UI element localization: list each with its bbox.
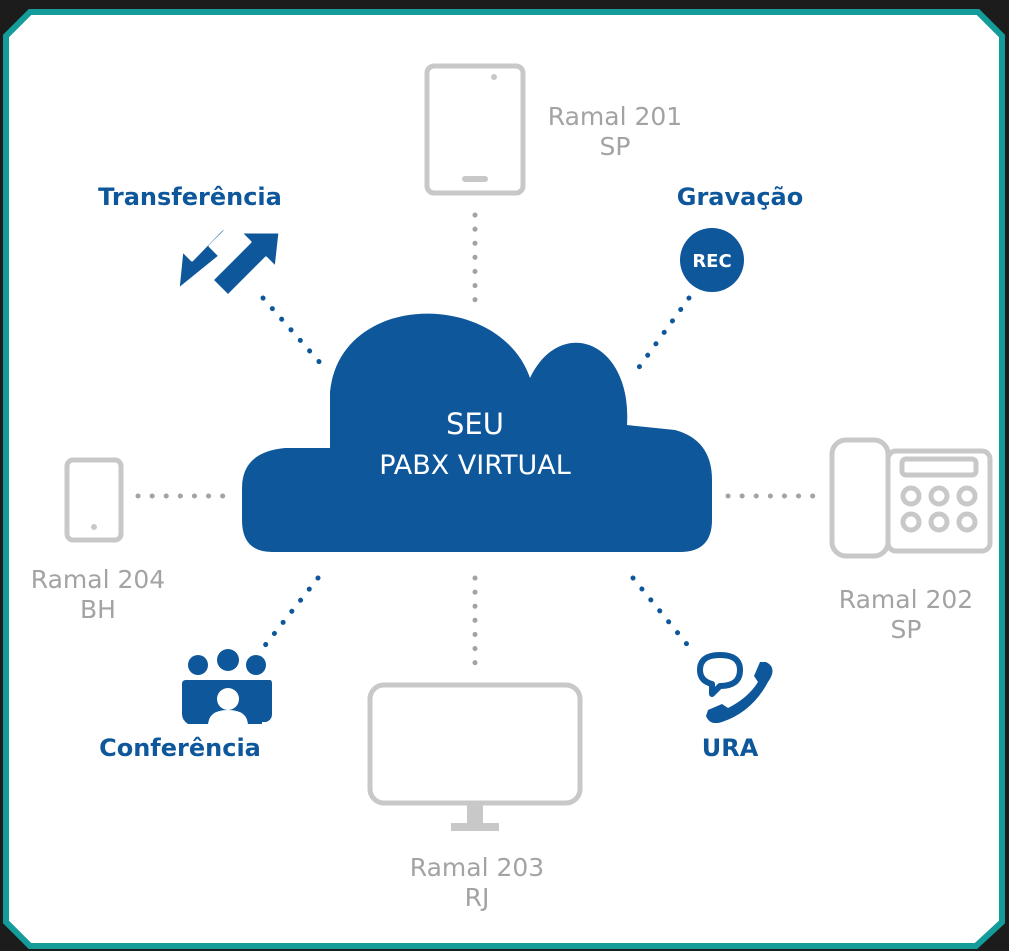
ramal-202-label: Ramal 202 SP [826,585,986,645]
connector-ura [630,575,693,651]
smartphone-icon [64,457,124,543]
cloud-shape [242,313,712,552]
ramal-202-city: SP [890,615,922,644]
feature-connectors [260,295,693,651]
monitor-icon [367,682,583,831]
ramal-203-name: Ramal 203 [409,853,545,882]
conference-people-icon [182,649,272,726]
cloud-line1: SEU [446,407,504,441]
ramal-204-label: Ramal 204 BH [18,565,178,625]
connector-conferencia [260,575,321,651]
connectors [135,212,823,668]
ura-label: URA [701,734,759,762]
transferencia-label: Transferência [98,183,282,211]
ramal-201-city: SP [599,132,631,161]
ramal-204-name: Ramal 204 [30,565,166,594]
tablet-icon [424,63,526,196]
ramal-203-label: Ramal 203 RJ [397,853,557,913]
phone-handset-icon [706,662,773,724]
conferencia-label: Conferência [99,734,261,762]
ramal-204-city: BH [80,595,116,624]
desk-phone-icon [829,437,993,559]
phone-chat-icon [697,652,743,697]
transfer-arrows-icon [176,216,282,298]
rec-icon [680,228,744,292]
ramal-203-city: RJ [464,883,490,912]
connector-transferencia [260,295,325,368]
rec-badge-text: REC [692,251,731,272]
gravacao-label: Gravação [676,183,804,211]
ramal-202-name: Ramal 202 [838,585,974,614]
ramal-201-label: Ramal 201 SP [535,102,695,162]
connector-gravacao [634,295,692,373]
cloud-line2: PABX VIRTUAL [379,450,571,481]
ramal-201-name: Ramal 201 [547,102,683,131]
